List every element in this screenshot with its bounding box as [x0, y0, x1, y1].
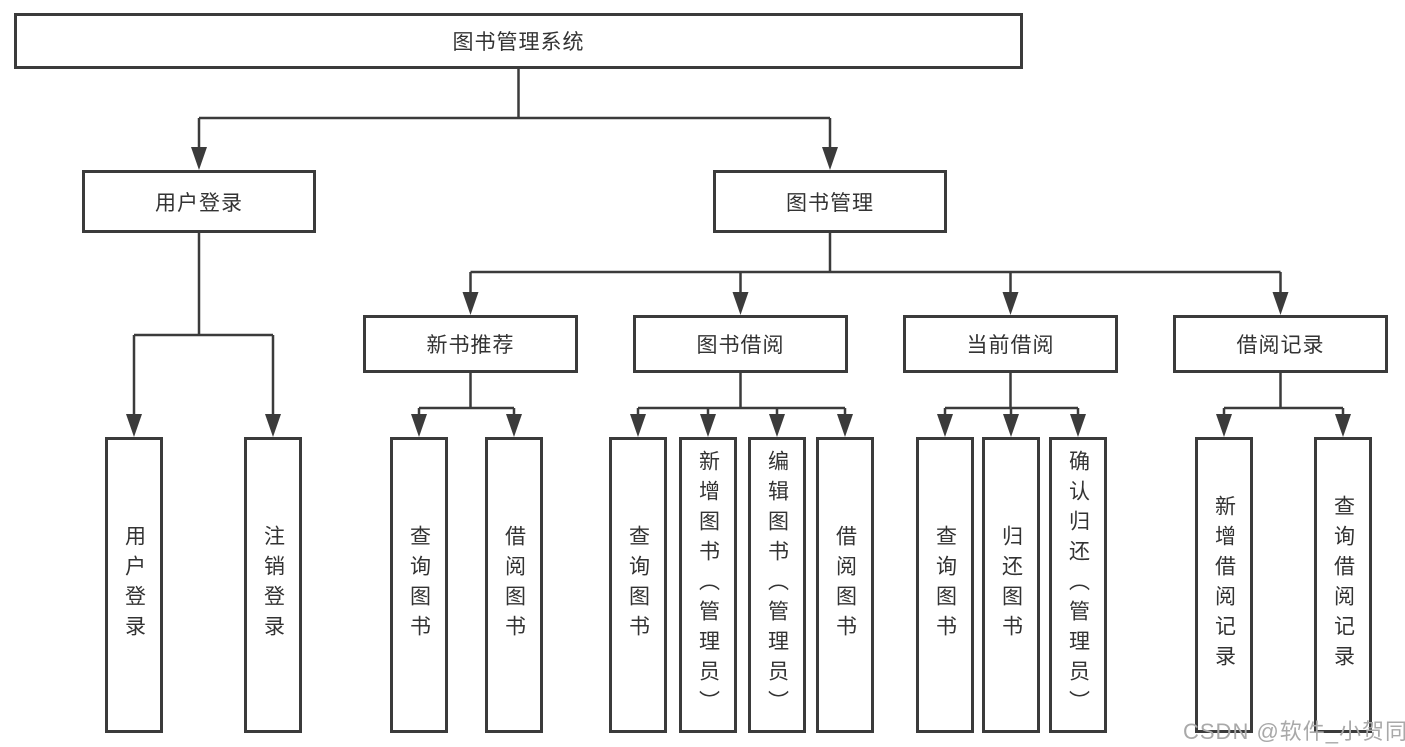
node-borrow-records-label: 借阅记录: [1236, 334, 1325, 357]
node-book-management-label: 图书管理: [786, 191, 874, 215]
connector-borrowing-to-leaves: [630, 373, 853, 437]
node-current-borrowing-label: 当前借阅: [966, 334, 1055, 357]
leaf-newbook-query-books-label: 查询图书: [407, 525, 431, 645]
arrow-down-icon: [937, 414, 953, 437]
node-user-login: 用户登录: [82, 170, 316, 233]
node-current-borrowing: 当前借阅: [903, 315, 1118, 373]
arrow-down-icon: [630, 414, 646, 437]
node-borrow-records: 借阅记录: [1173, 315, 1388, 373]
arrow-down-icon: [1070, 414, 1086, 437]
node-root: 图书管理系统: [14, 13, 1023, 69]
arrow-down-icon: [265, 414, 281, 437]
arrow-down-icon: [732, 292, 749, 315]
leaf-borrow-add-books-admin: 新增图书（管理员）: [679, 437, 737, 733]
node-new-book-recommend-label: 新书推荐: [426, 334, 515, 357]
arrow-down-icon: [462, 292, 479, 315]
leaf-current-return-books: 归还图书: [982, 437, 1040, 733]
arrow-down-icon: [126, 414, 142, 437]
leaf-records-add-record: 新增借阅记录: [1195, 437, 1253, 733]
leaf-user-login: 用户登录: [105, 437, 163, 733]
leaf-records-add-record-label: 新增借阅记录: [1212, 495, 1236, 675]
leaf-borrow-add-books-admin-label: 新增图书（管理员）: [696, 450, 720, 720]
connector-login-to-leaves: [126, 233, 281, 437]
leaf-records-query-record-label: 查询借阅记录: [1331, 495, 1355, 675]
connector-mgmt-to-level3: [462, 233, 1289, 315]
leaf-user-login-label: 用户登录: [122, 525, 146, 645]
arrow-down-icon: [1272, 292, 1289, 315]
leaf-newbook-borrow-books-label: 借阅图书: [502, 525, 526, 645]
arrow-down-icon: [191, 147, 207, 170]
csdn-watermark: CSDN @软件_小贺同学: [1183, 719, 1405, 744]
leaf-borrow-query-books-label: 查询图书: [626, 525, 650, 645]
leaf-logout-label: 注销登录: [261, 525, 285, 645]
node-user-login-label: 用户登录: [155, 191, 243, 215]
arrow-down-icon: [411, 414, 427, 437]
leaf-borrow-borrow-books: 借阅图书: [816, 437, 874, 733]
arrow-down-icon: [1002, 292, 1019, 315]
arrow-down-icon: [1003, 414, 1019, 437]
leaf-newbook-query-books: 查询图书: [390, 437, 448, 733]
node-root-label: 图书管理系统: [452, 31, 585, 54]
leaf-current-query-books: 查询图书: [916, 437, 974, 733]
connector-records-to-leaves: [1216, 373, 1351, 437]
arrow-down-icon: [1335, 414, 1351, 437]
connector-current-to-leaves: [937, 373, 1086, 437]
node-book-management: 图书管理: [713, 170, 947, 233]
node-book-borrowing-label: 图书借阅: [696, 334, 785, 357]
leaf-current-query-books-label: 查询图书: [933, 525, 957, 645]
leaf-records-query-record: 查询借阅记录: [1314, 437, 1372, 733]
leaf-borrow-query-books: 查询图书: [609, 437, 667, 733]
leaf-borrow-borrow-books-label: 借阅图书: [833, 525, 857, 645]
leaf-borrow-edit-books-admin-label: 编辑图书（管理员）: [765, 450, 789, 720]
arrow-down-icon: [822, 147, 838, 170]
node-book-borrowing: 图书借阅: [633, 315, 848, 373]
connector-root-to-level2: [191, 69, 838, 170]
node-new-book-recommend: 新书推荐: [363, 315, 578, 373]
leaf-logout: 注销登录: [244, 437, 302, 733]
arrow-down-icon: [700, 414, 716, 437]
arrow-down-icon: [506, 414, 522, 437]
leaf-current-confirm-return-admin: 确认归还（管理员）: [1049, 437, 1107, 733]
leaf-newbook-borrow-books: 借阅图书: [485, 437, 543, 733]
leaf-current-confirm-return-admin-label: 确认归还（管理员）: [1066, 450, 1090, 720]
leaf-borrow-edit-books-admin: 编辑图书（管理员）: [748, 437, 806, 733]
arrow-down-icon: [1216, 414, 1232, 437]
leaf-current-return-books-label: 归还图书: [999, 525, 1023, 645]
connector-recommend-to-leaves: [411, 373, 522, 437]
arrow-down-icon: [769, 414, 785, 437]
arrow-down-icon: [837, 414, 853, 437]
